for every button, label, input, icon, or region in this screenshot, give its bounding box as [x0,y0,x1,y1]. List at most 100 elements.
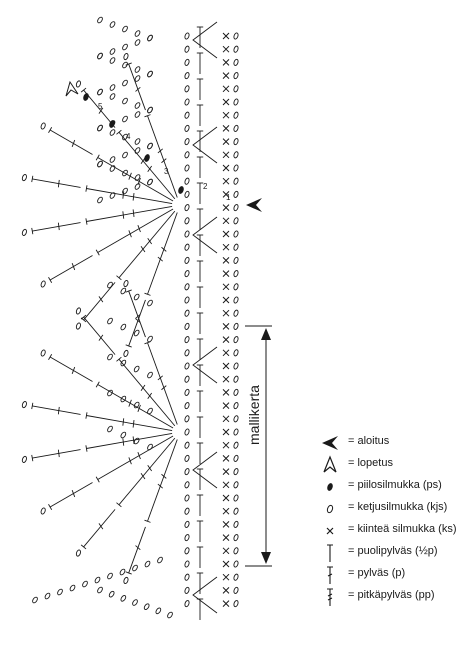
chain-stitch [122,43,128,51]
chain-stitch [233,85,239,93]
bracket-arrow-up [261,328,271,340]
double-crochet-top [125,62,132,66]
treble-crochet-bar [140,384,146,391]
treble-crochet-bar [161,246,167,252]
chain-stitch [69,584,76,592]
stitch-cluster [192,451,218,489]
chain-stitch [233,375,239,383]
legend-row: = aloitus [318,432,466,454]
chain-stitch [184,217,190,225]
treble-crochet [97,157,174,202]
chain-stitch [184,520,190,528]
chain-stitch [184,534,190,542]
double-crochet-bar [135,313,141,319]
single-crochet [222,587,230,594]
chain-stitch [233,72,239,80]
double-crochet [49,129,93,155]
double-crochet [32,449,81,459]
treble-crochet [86,188,173,205]
chain-stitch [122,115,128,123]
chain-stitch [233,441,239,449]
double-crochet-top [31,227,34,235]
chain-stitch [233,230,239,238]
single-crochet [222,217,230,225]
double-crochet [83,89,116,128]
chain-stitch [97,124,103,132]
treble-crochet-top [116,356,122,362]
chain-stitch [184,441,190,449]
double-crochet [128,526,146,574]
double-crochet-top [48,354,53,360]
slip-stitch [144,154,150,162]
legend-label: = lopetus [348,457,393,469]
legend-label: = piilosilmukka (ps) [348,479,442,491]
double-crochet-top [80,544,87,550]
chain-stitch [184,586,190,594]
double-crochet-top [125,344,132,348]
chain-stitch [233,283,239,291]
treble-crochet-bar [122,191,125,199]
double-crochet [83,316,116,355]
single-crochet [222,534,230,541]
chain-stitch [44,592,51,600]
double-crochet-top [48,127,53,133]
treble-crochet-bar [132,193,135,201]
stitch-cluster [192,346,218,384]
single-crochet [222,59,230,66]
chain-stitch [134,75,141,82]
single-crochet [222,204,230,211]
double-crochet [32,178,81,188]
single-crochet [222,257,230,264]
double-crochet [83,282,116,321]
single-crochet [222,243,230,251]
double-crochet-bar [135,545,141,551]
stitch-cluster [192,21,218,59]
legend-row: = lopetus [318,454,466,476]
chain-stitch [108,590,115,598]
chain-stitch [143,603,150,610]
symbol-legend: = aloitus = lopetus = piilosilmukka (ps)… [318,432,466,608]
treble-crochet-top [95,249,100,256]
slip-stitch [83,93,89,101]
chain-stitch [107,572,113,580]
single-crochet [222,481,230,489]
chain-stitch [120,323,127,331]
legend-label: = aloitus [348,435,390,447]
chain-stitch [75,322,81,330]
repeat-label: mallikerta [246,385,262,445]
single-crochet [222,573,230,581]
double-crochet [49,255,93,281]
chain-stitch [144,560,151,568]
double-crochet [83,509,116,548]
chain-stitch [184,58,190,66]
single-crochet [222,45,230,53]
single-crochet [222,547,230,555]
chain-stitch [109,165,116,172]
double-crochet-bar [57,406,60,415]
chain-stitch [184,428,190,436]
start-arrow [246,198,262,212]
single-crochet [222,389,230,396]
chain-stitch [184,402,190,410]
treble-crochet-bar [161,385,167,391]
chain-stitch [120,431,127,439]
chain-stitch [147,178,153,186]
chain-stitch [134,39,141,46]
double-crochet-bar [98,296,104,303]
chain-stitch [134,102,141,109]
chain-stitch [233,520,239,528]
end-arrow [65,80,79,97]
double-crochet-top [80,87,87,93]
treble-crochet [147,115,178,198]
treble-crochet-top [95,154,100,161]
double-crochet-bar [71,139,76,148]
chain-stitch [40,280,46,288]
treble-crochet-bar [128,399,132,407]
chain-stitch [122,61,128,69]
row-number: 5 [98,102,103,111]
legend-row: = puolipylväs (½p) [318,542,466,564]
treble-crochet-top [144,519,151,523]
treble-crochet [97,384,174,429]
chain-stitch [184,349,190,357]
chain-stitch [107,353,113,361]
